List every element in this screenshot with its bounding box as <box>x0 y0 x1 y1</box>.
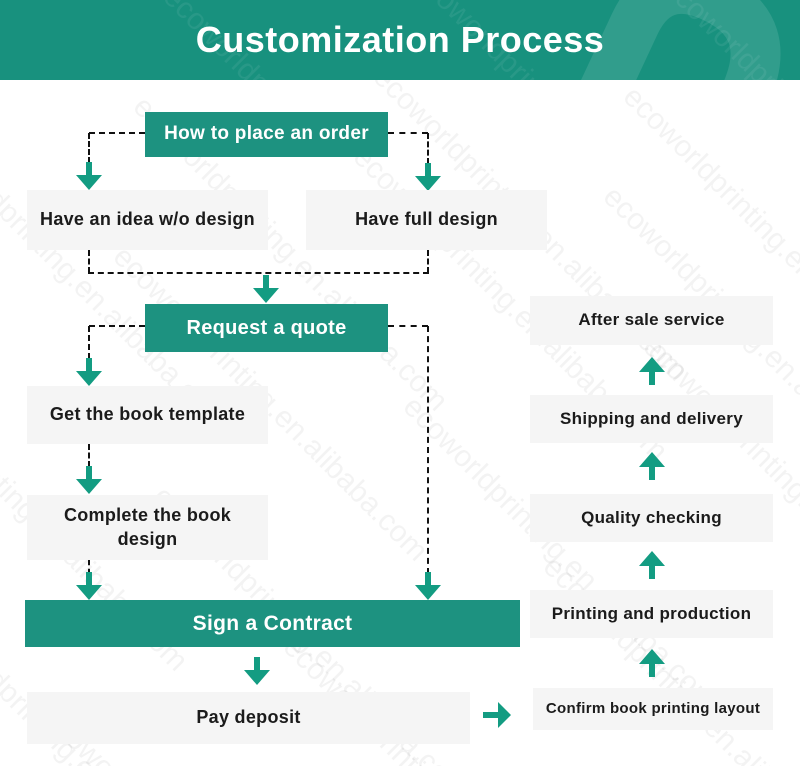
down-arrow-icon <box>76 572 102 600</box>
node-how-to-place-order: How to place an order <box>145 112 388 157</box>
dashed-connector <box>88 250 90 273</box>
up-arrow-icon <box>639 649 665 677</box>
node-get-book-template: Get the book template <box>27 386 268 444</box>
up-arrow-icon <box>639 551 665 579</box>
node-after-sale-service: After sale service <box>530 296 773 345</box>
node-label: Quality checking <box>581 507 722 527</box>
node-have-idea-wo-design: Have an idea w/o design <box>27 190 268 250</box>
node-have-full-design: Have full design <box>306 190 547 250</box>
right-arrow-icon <box>483 702 511 728</box>
dashed-connector <box>388 132 428 134</box>
node-label: Printing and production <box>551 603 752 623</box>
up-arrow-icon <box>639 452 665 480</box>
dashed-connector <box>89 325 145 327</box>
dashed-connector <box>88 444 90 467</box>
dashed-connector <box>427 250 429 273</box>
node-label: Shipping and delivery <box>560 408 743 428</box>
down-arrow-icon <box>415 572 441 600</box>
logo-watermark-icon <box>563 0 781 80</box>
node-label: Request a quote <box>186 317 347 339</box>
dashed-connector <box>88 133 90 163</box>
node-label: After sale service <box>578 310 725 330</box>
watermark-text: ecoworldprinting.en.alibaba.com <box>536 550 800 766</box>
down-arrow-icon <box>76 466 102 494</box>
node-label: Sign a Contract <box>192 611 353 635</box>
node-label: How to place an order <box>164 123 369 145</box>
node-label: Complete the book design <box>63 505 232 549</box>
node-quality-checking: Quality checking <box>530 494 773 542</box>
page-title: Customization Process <box>195 19 605 60</box>
node-printing-production: Printing and production <box>530 590 773 638</box>
down-arrow-icon <box>244 657 270 685</box>
node-label: Have an idea w/o design <box>40 209 255 230</box>
node-confirm-printing-layout: Confirm book printing layout <box>533 688 773 730</box>
dashed-connector <box>388 325 428 327</box>
dashed-connector <box>427 326 429 574</box>
node-label: Confirm book printing layout <box>545 700 761 718</box>
down-arrow-icon <box>76 162 102 190</box>
header-banner: ecoworldprinting.en.alibaba.com ecoworld… <box>0 0 800 80</box>
up-arrow-icon <box>639 357 665 385</box>
down-arrow-icon <box>415 163 441 191</box>
dashed-connector <box>427 133 429 164</box>
node-request-quote: Request a quote <box>145 304 388 352</box>
node-label: Pay deposit <box>196 707 301 728</box>
down-arrow-icon <box>253 275 279 303</box>
dashed-connector <box>89 132 145 134</box>
dashed-connector <box>88 326 90 359</box>
dashed-connector <box>88 272 429 274</box>
down-arrow-icon <box>76 358 102 386</box>
node-pay-deposit: Pay deposit <box>27 692 470 744</box>
dashed-connector <box>88 560 90 574</box>
node-shipping-delivery: Shipping and delivery <box>530 395 773 443</box>
node-complete-book-design: Complete the book design <box>27 495 268 560</box>
node-label: Get the book template <box>49 404 246 425</box>
node-label: Have full design <box>355 209 498 230</box>
node-sign-contract: Sign a Contract <box>25 600 520 647</box>
